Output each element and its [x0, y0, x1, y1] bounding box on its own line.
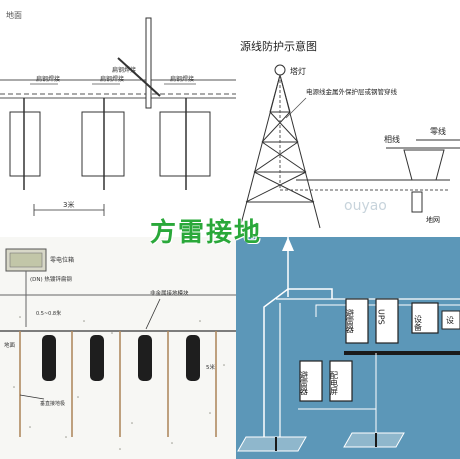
arrester-top-label: 避雷器: [346, 308, 355, 334]
watermark: ouyao: [344, 198, 387, 214]
depth-label: 0.5~0.8米: [36, 310, 61, 317]
grounding-grid-diagram-panel: 地面 扁钢焊接 扁钢焊接 扁钢焊接 扁钢焊接 3米: [0, 0, 236, 237]
left-label: 地面: [4, 341, 16, 349]
note-module: 非金属接地模块: [150, 289, 189, 297]
equipment-grounding-drawing: 避雷器 配电屏 避雷器 UPS 设备 设: [237, 237, 460, 452]
distribution-label: 配电屏: [330, 371, 339, 396]
grounding-module-panel: 零电位箱 (DN) 热镀锌扁钢 非金属接地模块 0.5~0.8米 地面 5米 垂…: [0, 237, 236, 459]
cable-note-leader: [285, 97, 307, 119]
grounding-grid-drawing: 地面 扁钢焊接 扁钢焊接 扁钢焊接 扁钢焊接 3米: [0, 10, 236, 216]
grounding-module-2: [90, 335, 104, 381]
arrester-top: [345, 298, 369, 344]
zero-potential-box-face: [9, 252, 43, 268]
ground-plate-right: [343, 432, 405, 448]
equipment-grounding-panel: 避雷器 配电屏 避雷器 UPS 设备 设: [236, 237, 460, 459]
ups-label: UPS: [377, 309, 386, 325]
ground-electrode-box: [411, 191, 423, 213]
distribution-box: [403, 149, 445, 181]
ground-plate-left: [237, 436, 307, 452]
callout-b: 扁钢焊接: [100, 75, 124, 83]
electrode-block-1: [9, 111, 41, 177]
callout-d: 扁钢焊接: [112, 66, 136, 74]
grounding-module-3: [138, 335, 152, 381]
vertical-rod: [145, 17, 152, 109]
bottom-note-leader: [19, 394, 45, 400]
equipment-unit: [411, 302, 439, 334]
electrode-block-3: [159, 111, 211, 177]
callout-c: 扁钢焊接: [170, 75, 194, 83]
distribution-panel: [329, 360, 353, 402]
phase-line-label: 相线: [384, 134, 400, 144]
power-line-protection-drawing: 源线防护示意图 塔灯 电源线金属外保护层或钢管穿线 相线: [239, 39, 460, 229]
tower-light-label: 塔灯: [290, 66, 306, 76]
ups-unit: [375, 298, 399, 344]
grounding-module-1: [42, 335, 56, 381]
callout-a: 扁钢焊接: [36, 75, 60, 83]
arrester-bottom-label: 避雷器: [300, 370, 309, 396]
equipment-box-label: 零电位箱: [50, 256, 74, 264]
ground-note: 地网: [426, 215, 440, 224]
bottom-note: 垂直接地极: [40, 400, 65, 407]
corner-equipment: [441, 310, 460, 330]
building-roof-line: [263, 288, 333, 451]
module-leader: [145, 298, 161, 330]
right-label: 5米: [206, 363, 215, 371]
tower-light: [274, 64, 286, 76]
power-line-protection-panel: 源线防护示意图 塔灯 电源线金属外保护层或钢管穿线 相线: [236, 0, 460, 237]
grounding-module-drawing: 零电位箱 (DN) 热镀锌扁钢 非金属接地模块 0.5~0.8米 地面 5米 垂…: [0, 248, 236, 450]
equipment-label: 设备: [414, 314, 423, 332]
arrester-bottom: [299, 360, 323, 402]
electrode-block-2: [81, 111, 125, 177]
grounding-module-4: [186, 335, 200, 381]
protection-title: 源线防护示意图: [240, 39, 317, 53]
neutral-line-label: 零线: [430, 126, 446, 136]
corner-equipment-label: 设: [446, 315, 454, 325]
ground-label: 地面: [6, 10, 22, 20]
air-terminal: [282, 237, 294, 251]
cable-note: 电源线金属外保护层或钢管穿线: [306, 87, 398, 96]
vertical-electrodes: [19, 331, 217, 437]
banner-title: 方雷接地: [150, 218, 263, 248]
spacing-label: 3米: [63, 200, 74, 209]
flat-steel-strap: [117, 57, 161, 97]
note-flat-steel: (DN) 热镀锌扁钢: [30, 275, 72, 283]
